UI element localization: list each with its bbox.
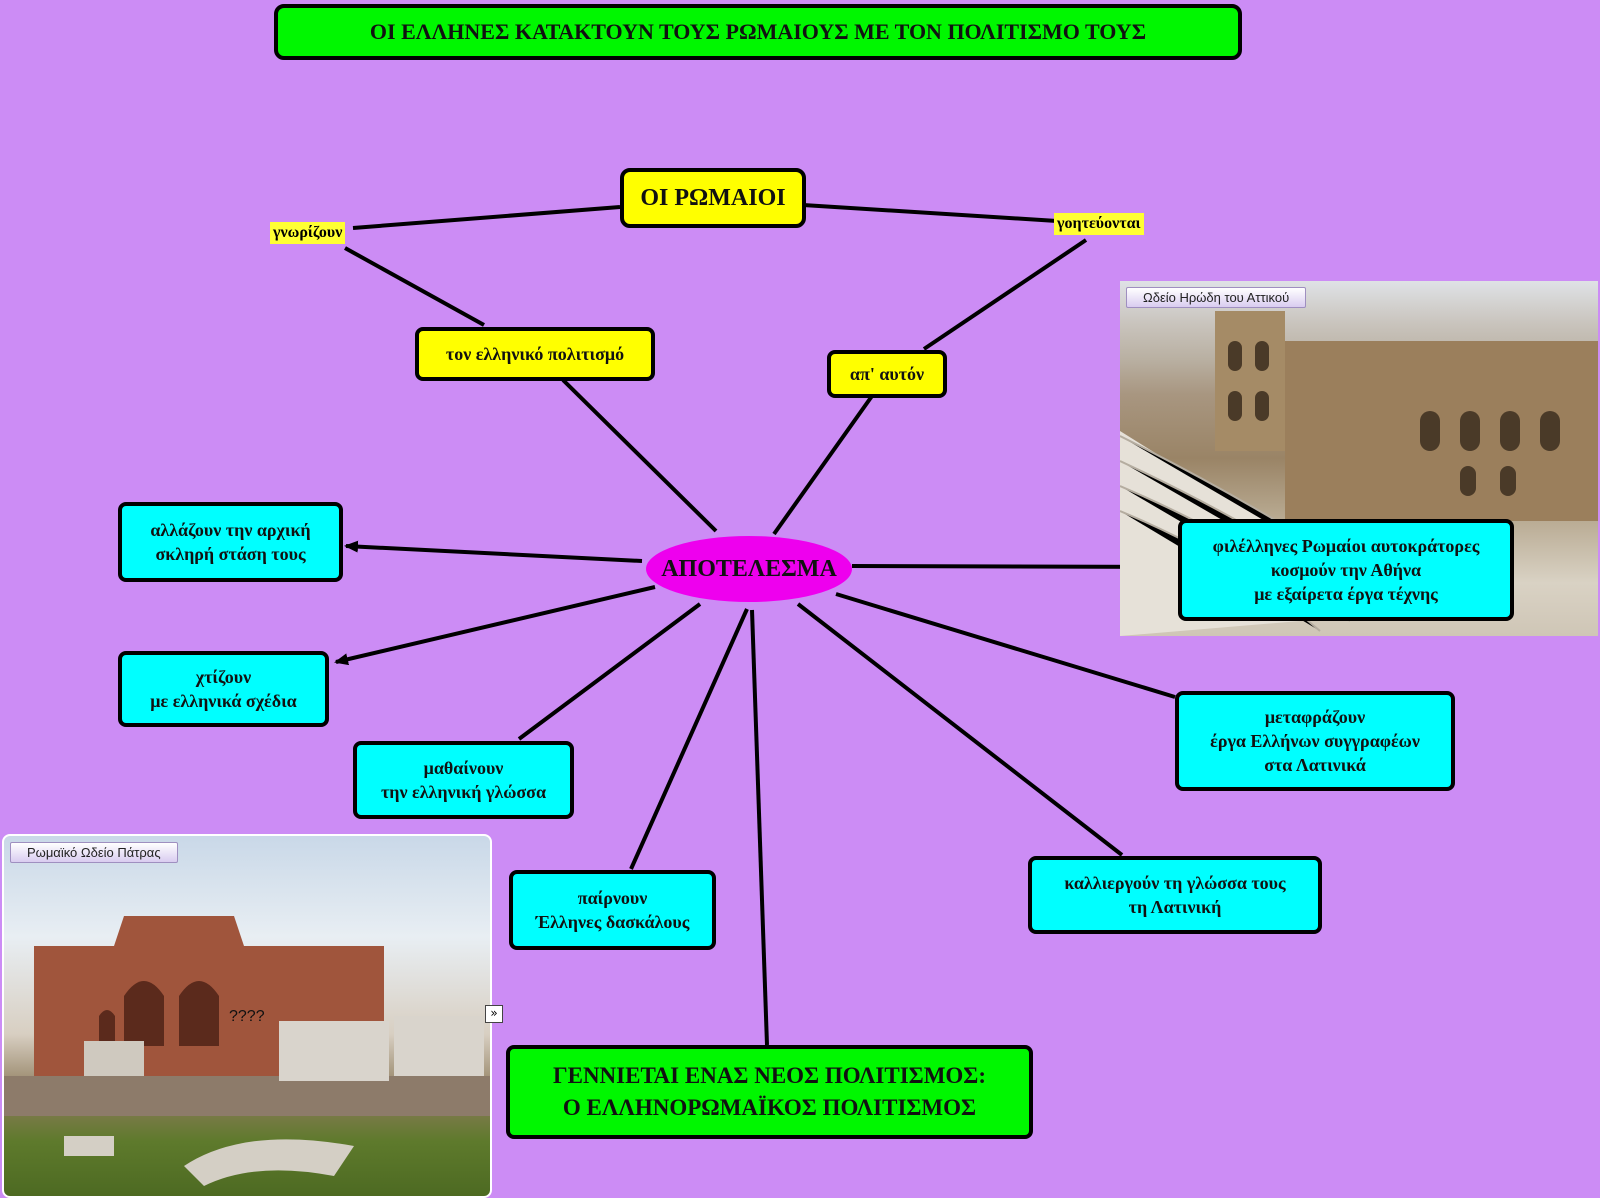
outcome-line: τη Λατινική [1128, 897, 1222, 917]
new-civilization-line: ΓΕΝΝΙΕΤΑΙ ΕΝΑΣ ΝΕΟΣ ΠΟΛΙΤΙΣΜΟΣ: [552, 1062, 987, 1088]
outcome-learn: μαθαίνουν την ελληνική γλώσσα [353, 741, 574, 819]
outcome-change-attitude: αλλάζουν την αρχική σκληρή στάση τους [118, 502, 343, 582]
outcome-line: στα Λατινικά [1264, 755, 1366, 776]
outcome-line: παίρνουν [577, 887, 648, 908]
odeon-patras-marks: ???? [229, 1008, 265, 1025]
title-text: ΟΙ ΕΛΛΗΝΕΣ ΚΑΤΑΚΤΟΥΝ ΤΟΥΣ ΡΩΜΑΙΟΥΣ ΜΕ ΤΟ… [369, 19, 1147, 45]
outcome-line: αλλάζουν την αρχική [150, 519, 311, 540]
odeon-herodes-caption: Ωδείο Ηρώδη του Αττικού [1126, 287, 1307, 308]
outcome-emperors: φιλέλληνες Ρωμαίοι αυτοκράτορες κοσμούν … [1178, 519, 1514, 621]
outcome-line: την ελληνική γλώσσα [380, 782, 547, 802]
result-node: ΑΠΟΤΕΛΕΣΜΑ [646, 536, 852, 602]
outcome-line: Έλληνες δασκάλους [535, 912, 690, 932]
outcome-line: καλλιεργούν τη γλώσσα τους [1064, 872, 1286, 893]
outcome-teachers: παίρνουν Έλληνες δασκάλους [509, 870, 716, 950]
outcome-line: κοσμούν την Αθήνα [1270, 559, 1422, 580]
outcome-latin: καλλιεργούν τη γλώσσα τους τη Λατινική [1028, 856, 1322, 934]
verb-right-label: γοητεύονται [1054, 213, 1144, 235]
romans-text: ΟΙ ΡΩΜΑΙΟΙ [640, 184, 786, 211]
greek-culture-text: τον ελληνικό πολιτισμό [445, 343, 625, 364]
outcome-line: σκληρή στάση τους [155, 544, 306, 564]
page-title: ΟΙ ΕΛΛΗΝΕΣ ΚΑΤΑΚΤΟΥΝ ΤΟΥΣ ΡΩΜΑΙΟΥΣ ΜΕ ΤΟ… [274, 4, 1242, 60]
odeon-patras-illustration [4, 916, 490, 1186]
new-civilization-node: ΓΕΝΝΙΕΤΑΙ ΕΝΑΣ ΝΕΟΣ ΠΟΛΙΤΙΣΜΟΣ: Ο ΕΛΛΗΝΟ… [506, 1045, 1033, 1139]
result-text: ΑΠΟΤΕΛΕΣΜΑ [661, 555, 837, 582]
verb-left-label: γνωρίζουν [270, 222, 346, 244]
from-it-node: απ' αυτόν [827, 350, 947, 398]
outcome-line: μαθαίνουν [423, 757, 504, 778]
outcome-line: φιλέλληνες Ρωμαίοι αυτοκράτορες [1212, 535, 1480, 556]
expand-icon[interactable]: » [485, 1005, 503, 1023]
outcome-line: έργα Ελλήνων συγγραφέων [1210, 730, 1420, 751]
odeon-patras-photo: Ρωμαϊκό Ωδείο Πάτρας ???? [2, 834, 492, 1198]
greek-culture-node: τον ελληνικό πολιτισμό [415, 327, 655, 381]
outcome-line: χτίζουν [195, 666, 252, 687]
from-it-text: απ' αυτόν [849, 363, 925, 384]
outcome-line: μεταφράζουν [1264, 706, 1366, 727]
outcome-line: με ελληνικά σχέδια [150, 691, 297, 711]
outcome-line: με εξαίρετα έργα τέχνης [1254, 584, 1438, 605]
new-civilization-line: Ο ΕΛΛΗΝΟΡΩΜΑΪΚΟΣ ΠΟΛΙΤΙΣΜΟΣ [562, 1095, 977, 1120]
outcome-translate: μεταφράζουν έργα Ελλήνων συγγραφέων στα … [1175, 691, 1455, 791]
odeon-patras-caption: Ρωμαϊκό Ωδείο Πάτρας [10, 842, 178, 863]
romans-node: ΟΙ ΡΩΜΑΙΟΙ [620, 168, 806, 228]
outcome-build: χτίζουν με ελληνικά σχέδια [118, 651, 329, 727]
